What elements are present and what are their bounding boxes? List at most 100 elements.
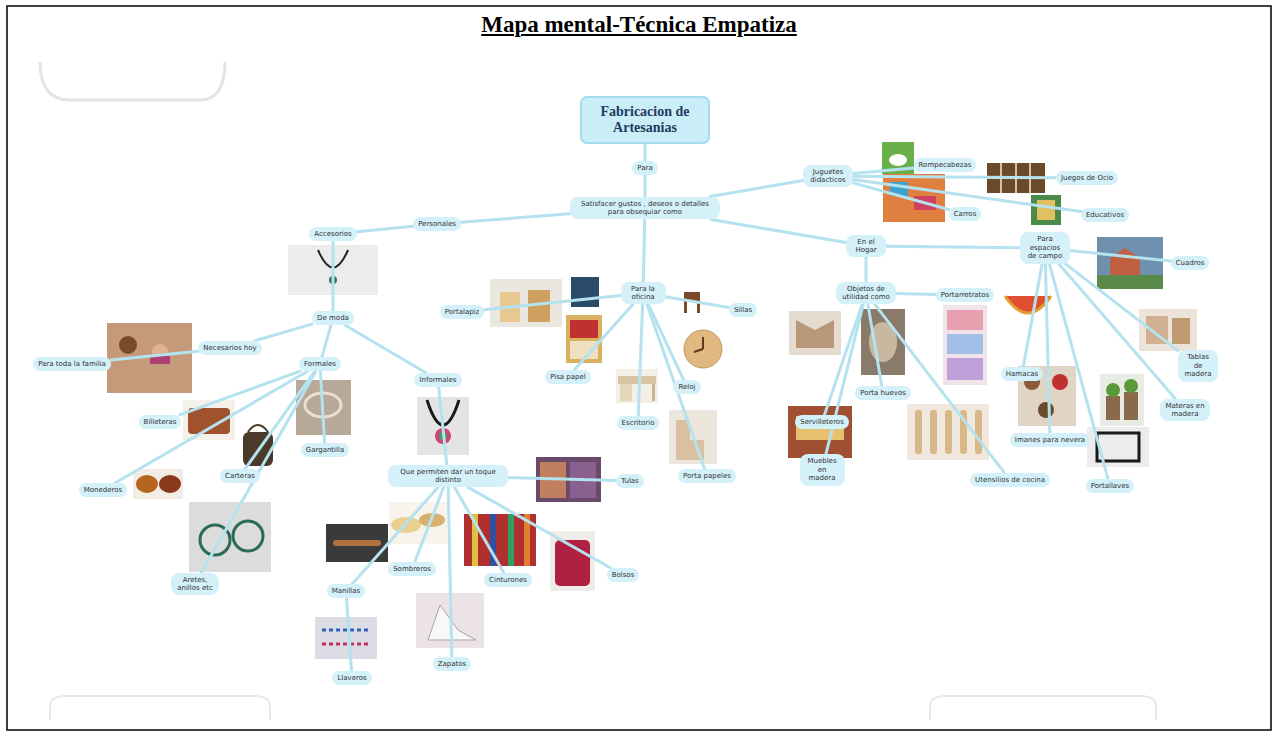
topic-node: Monederos: [79, 483, 127, 497]
desk-photo: [652, 384, 655, 401]
topic-node: Educativos: [1081, 208, 1129, 222]
topic-node: Portallaves: [1086, 479, 1134, 493]
magnets-photo: [1038, 402, 1054, 418]
paperweight-photo: [570, 320, 598, 338]
topic-node: Billeteras: [139, 415, 182, 429]
node-text: Que permiten dar un toque distinto: [393, 468, 503, 485]
branch-line: [345, 325, 426, 373]
purse-photo: [133, 469, 183, 499]
branch-line: [347, 598, 352, 671]
branch-line: [896, 292, 936, 296]
ui-artifact: [40, 62, 225, 100]
branch-line: [439, 387, 447, 464]
bracelet-photo: [333, 540, 381, 546]
paperweight-photo: [566, 315, 602, 363]
educational-toy-photo: [1031, 195, 1061, 225]
node-text: Billeteras: [144, 418, 177, 426]
topic-node: Informales: [414, 373, 461, 387]
node-text: Aretes, anillos etc: [176, 576, 214, 593]
node-text: Sombreros: [393, 565, 431, 573]
branch-line: [666, 297, 729, 308]
branch-line: [1023, 264, 1042, 367]
branch-line: [711, 219, 846, 242]
branch-line: [1059, 264, 1176, 399]
branch-line: [643, 219, 644, 281]
clock-photo: [694, 337, 703, 352]
branch-line: [648, 304, 683, 379]
topic-node: Muebles en madera: [800, 454, 845, 485]
topic-node: Aretes, anillos etc: [171, 573, 219, 596]
planter-photo: [1124, 392, 1138, 420]
branch-line: [638, 304, 642, 415]
branch-line: [320, 371, 324, 443]
painting-photo: [1097, 237, 1163, 289]
bag-photo: [550, 531, 595, 591]
page-frame: [7, 6, 1271, 730]
topic-node: Juegos de Ocio: [1056, 171, 1118, 185]
keychain-photo: [322, 629, 370, 632]
earrings-photo: [233, 521, 263, 551]
branch-line: [484, 295, 620, 309]
central-topic: Fabricacion de Artesanias: [580, 96, 710, 144]
topic-node: Carteras: [220, 469, 260, 483]
topic-node: Formales: [299, 357, 341, 371]
node-text: Satisfacer gustos , deseos o detalles pa…: [575, 200, 715, 217]
planter-photo: [1106, 396, 1120, 420]
planter-photo: [1124, 379, 1138, 393]
branch-line: [352, 487, 438, 583]
branch-line: [180, 371, 300, 415]
node-text: Llaveros: [337, 674, 366, 682]
node-text: De moda: [317, 314, 349, 322]
frames-photo: [947, 334, 983, 354]
boards-photo: [1172, 318, 1190, 344]
branch-line: [448, 487, 452, 656]
topic-node: Juguetes didacticos: [803, 165, 853, 188]
branch-line: [868, 304, 882, 385]
branch-line: [865, 257, 868, 281]
node-text: Accesorios: [314, 230, 351, 238]
branch-line: [710, 180, 803, 196]
desk-photo: [616, 369, 658, 403]
topic-node: Portarretratos: [936, 288, 995, 302]
topic-node: Carros: [949, 207, 982, 221]
painting-photo: [1110, 248, 1140, 275]
utensils-photo: [915, 410, 922, 454]
ui-artifact: [930, 696, 1156, 720]
node-text: Formales: [304, 360, 336, 368]
topic-node: Gargantilla: [301, 443, 350, 457]
hammock-photo: [1005, 296, 1051, 313]
chair-photo: [684, 302, 687, 313]
node-text: Objetos de utilidad como: [841, 285, 891, 302]
node-text: Gargantilla: [306, 446, 345, 454]
node-text: Portarretratos: [941, 291, 990, 299]
topic-node: De moda: [312, 311, 354, 325]
node-text: Imanes para nevera: [1015, 436, 1085, 444]
topic-node: En el Hogar: [846, 235, 886, 258]
node-text: Juguetes didacticos: [808, 168, 848, 185]
topic-node: Que permiten dar un toque distinto: [388, 465, 508, 488]
ui-artifact: [50, 696, 270, 720]
branch-line: [202, 371, 316, 572]
topic-node: Tulas: [616, 474, 644, 488]
purse-photo: [136, 475, 158, 493]
topic-node: Para: [632, 161, 657, 175]
topic-node: Pisa papel: [545, 370, 591, 384]
topic-node: Escritorio: [617, 416, 660, 430]
node-text: Porta huevos: [860, 389, 906, 397]
cars-photo: [883, 174, 945, 222]
node-text: Para la oficina: [626, 285, 661, 302]
node-text: Personales: [418, 220, 456, 228]
belts-photo: [508, 514, 514, 566]
node-text: Servilleteros: [800, 418, 844, 426]
node-text: Muebles en madera: [805, 457, 840, 482]
node-text: Carteras: [225, 472, 255, 480]
node-text: Portalapiz: [445, 308, 479, 316]
branch-line: [111, 351, 198, 360]
node-text: Para espacios de campo: [1025, 235, 1065, 260]
branch-line: [853, 168, 914, 174]
topic-node: Manillas: [327, 584, 366, 598]
purse-photo: [159, 475, 181, 493]
topic-node: Para la oficina: [621, 282, 666, 305]
node-text: Porta papeles: [683, 472, 731, 480]
node-text: Hamacas: [1006, 370, 1038, 378]
